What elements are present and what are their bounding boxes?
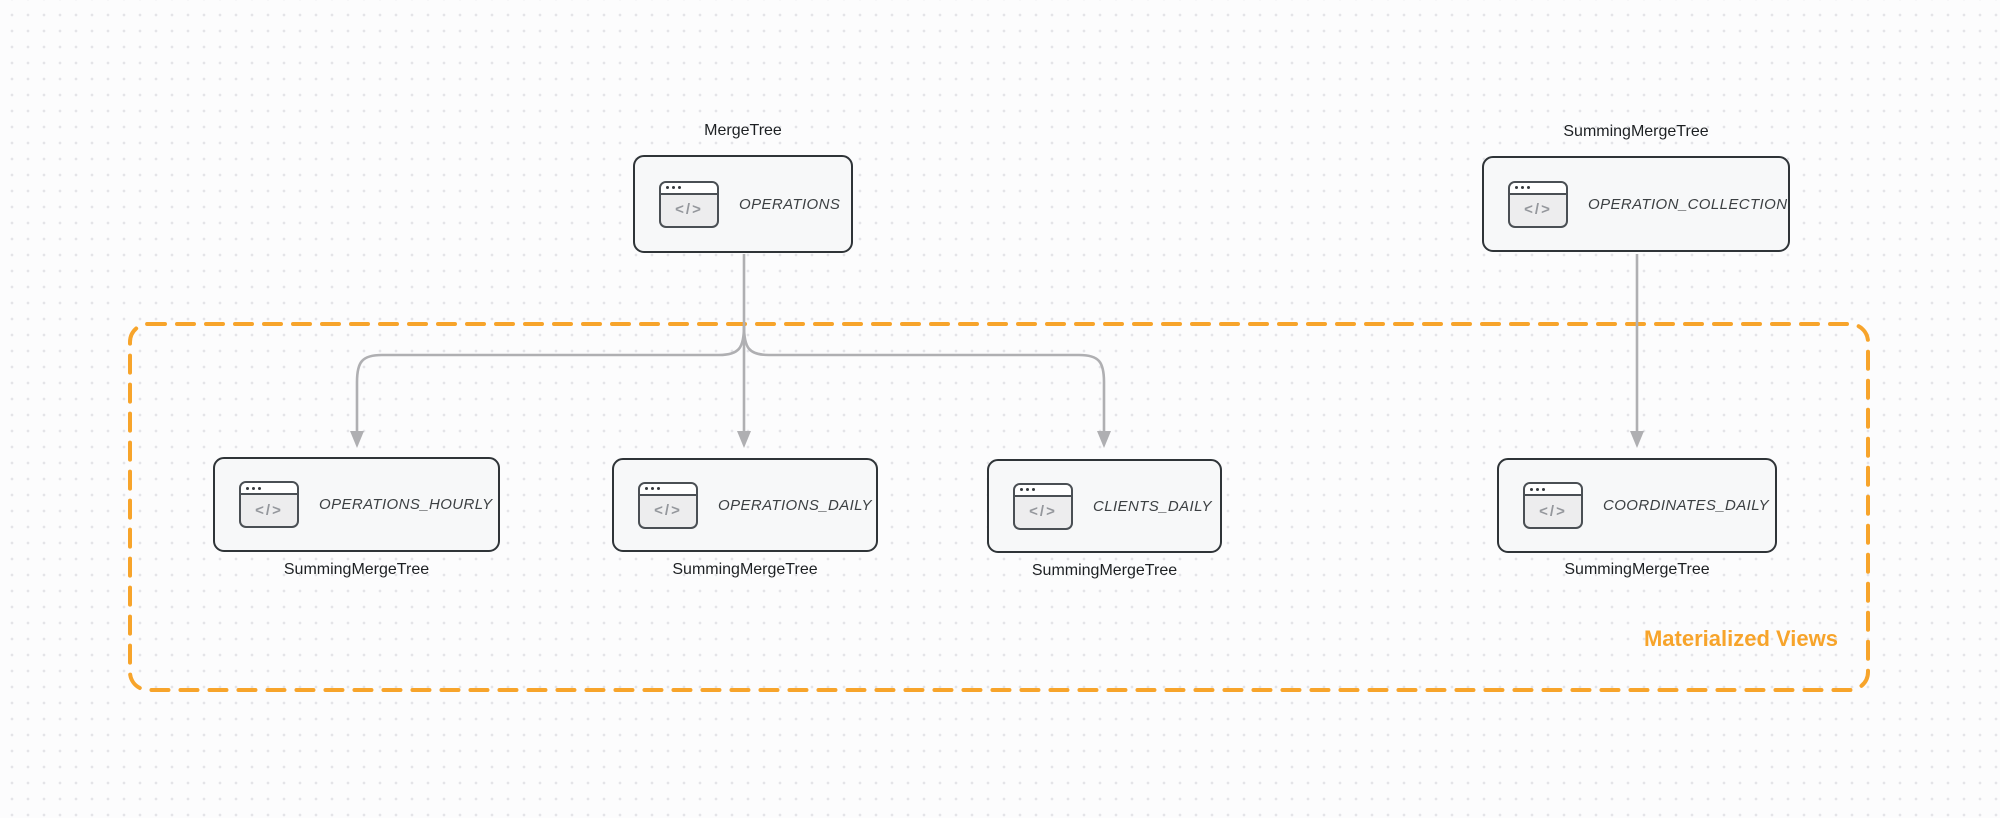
code-window-icon: </> xyxy=(239,481,299,528)
window-dot xyxy=(1527,186,1530,189)
window-dot xyxy=(672,186,675,189)
window-bar xyxy=(1525,484,1581,496)
group-label-materialized-views: Materialized Views xyxy=(1643,626,1838,651)
engine-label-clients-daily: SummingMergeTree xyxy=(1031,562,1178,579)
engine-label-operations: MergeTree xyxy=(704,122,782,139)
window-dot xyxy=(1542,487,1545,491)
edge-operations-to-operations-hourly xyxy=(355,325,746,432)
node-operations: </> OPERATIONS xyxy=(633,155,853,253)
window-dot xyxy=(1521,186,1524,189)
window-dot xyxy=(1026,488,1029,491)
arrowhead xyxy=(350,431,364,448)
node-title: OPERATIONS xyxy=(739,195,841,213)
engine-label-operations-hourly: SummingMergeTree xyxy=(283,561,430,578)
node-operations-daily: </> OPERATIONS_DAILY xyxy=(612,458,878,552)
engine-label-coordinates-daily: SummingMergeTree xyxy=(1564,561,1710,578)
code-window-icon: </> xyxy=(638,481,698,529)
window-dot xyxy=(645,487,648,490)
window-dot xyxy=(1515,186,1518,189)
window-dot xyxy=(1020,488,1023,491)
window-dot xyxy=(678,186,681,189)
window-dot xyxy=(246,486,249,490)
arrowhead xyxy=(737,431,751,448)
code-glyph: </> xyxy=(1539,502,1567,520)
arrowhead xyxy=(1097,431,1111,448)
window-dot xyxy=(651,487,654,490)
code-window-icon: </> xyxy=(1013,482,1073,530)
window-dot xyxy=(258,486,261,490)
arrowhead xyxy=(1630,431,1644,448)
code-glyph: </> xyxy=(1029,503,1057,520)
window-dot xyxy=(666,186,669,189)
window-dot xyxy=(657,487,660,490)
engine-label-operation-collection: SummingMergeTree xyxy=(1563,123,1709,140)
window-dot xyxy=(1530,487,1533,491)
window-dot xyxy=(1032,488,1035,491)
code-glyph: </> xyxy=(255,501,283,519)
node-coordinates-daily: </> COORDINATES_DAILY xyxy=(1497,458,1777,553)
code-glyph: </> xyxy=(654,502,682,519)
window-dot xyxy=(1536,487,1539,491)
window-dot xyxy=(252,486,255,490)
edge-operations-to-clients-daily xyxy=(742,325,1106,432)
code-window-icon: </> xyxy=(1508,180,1568,228)
engine-label-operations-daily: SummingMergeTree xyxy=(672,561,818,578)
node-operation-collection: </> OPERATION_COLLECTION xyxy=(1482,156,1790,252)
node-operations-hourly: </> OPERATIONS_HOURLY xyxy=(213,457,500,552)
node-clients-daily: </> CLIENTS_DAILY xyxy=(987,459,1222,553)
code-window-icon: </> xyxy=(659,180,719,228)
window-bar xyxy=(241,483,297,495)
code-window-icon: </> xyxy=(1523,482,1583,529)
code-glyph: </> xyxy=(675,201,703,218)
window-bar xyxy=(1510,182,1566,195)
window-bar xyxy=(640,483,696,496)
node-title: OPERATIONS_DAILY xyxy=(718,496,872,514)
node-title: COORDINATES_DAILY xyxy=(1603,497,1770,514)
node-title: OPERATIONS_HOURLY xyxy=(319,496,493,513)
node-title: CLIENTS_DAILY xyxy=(1093,497,1212,515)
node-title: OPERATION_COLLECTION xyxy=(1588,195,1788,213)
window-bar xyxy=(1015,484,1071,497)
window-bar xyxy=(661,182,717,195)
code-glyph: </> xyxy=(1524,201,1552,218)
